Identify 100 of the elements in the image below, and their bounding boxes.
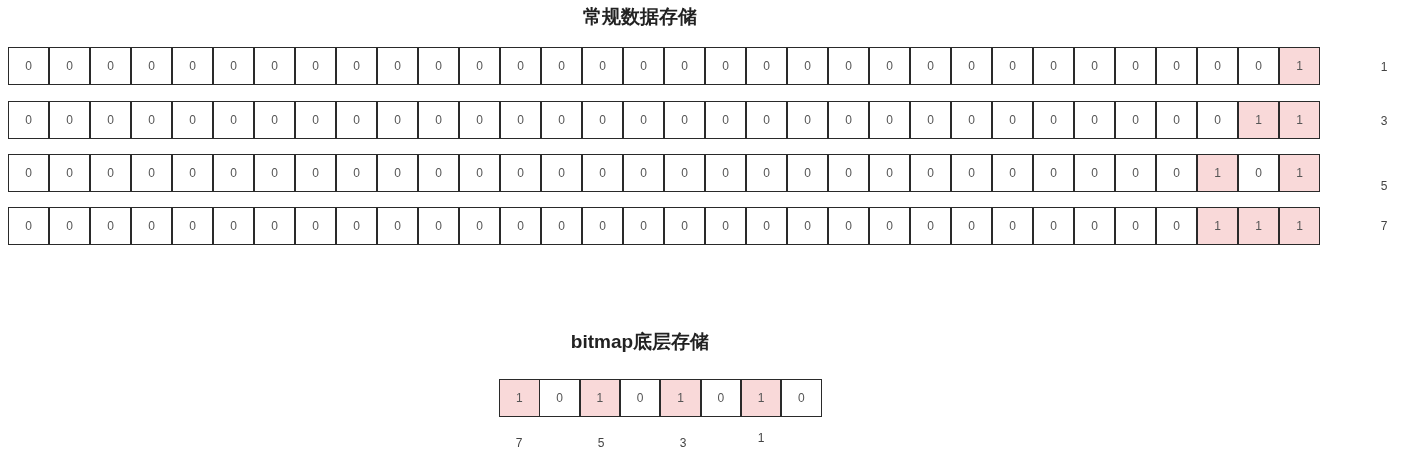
bit-cell: 0 bbox=[828, 101, 870, 139]
bit-cell: 1 bbox=[1279, 154, 1321, 192]
bit-cell: 0 bbox=[787, 47, 829, 85]
bit-cell: 0 bbox=[910, 101, 952, 139]
bit-cell: 0 bbox=[1197, 47, 1239, 85]
bit-cell: 0 bbox=[459, 101, 501, 139]
bit-cell: 0 bbox=[49, 154, 91, 192]
bit-cell: 0 bbox=[1033, 154, 1075, 192]
bit-cell: 0 bbox=[992, 207, 1034, 245]
bit-cell: 0 bbox=[746, 101, 788, 139]
bit-cell: 0 bbox=[377, 101, 419, 139]
bit-cell: 0 bbox=[1156, 154, 1198, 192]
bit-cell: 0 bbox=[1074, 154, 1116, 192]
bit-cell: 0 bbox=[213, 154, 255, 192]
value-label: 1 bbox=[757, 431, 765, 445]
bit-cell: 0 bbox=[746, 154, 788, 192]
bit-cell: 0 bbox=[664, 207, 706, 245]
bit-cell: 0 bbox=[172, 47, 214, 85]
bit-cell: 0 bbox=[623, 101, 665, 139]
bit-cell: 1 bbox=[1279, 101, 1321, 139]
bit-cell: 0 bbox=[664, 154, 706, 192]
bit-cell: 0 bbox=[295, 207, 337, 245]
bit-cell: 0 bbox=[49, 101, 91, 139]
bit-cell: 0 bbox=[49, 47, 91, 85]
bit-cell: 1 bbox=[1279, 207, 1321, 245]
bit-cell: 0 bbox=[336, 207, 378, 245]
bit-cell: 0 bbox=[295, 154, 337, 192]
bit-cell: 0 bbox=[910, 47, 952, 85]
bit-cell: 0 bbox=[90, 154, 132, 192]
bit-cell: 0 bbox=[500, 154, 542, 192]
bit-cell: 0 bbox=[336, 101, 378, 139]
bit-cell: 0 bbox=[869, 154, 911, 192]
bit-cell: 0 bbox=[664, 47, 706, 85]
bit-cell: 0 bbox=[500, 207, 542, 245]
bit-cell: 1 bbox=[1197, 154, 1239, 192]
bit-cell: 0 bbox=[213, 207, 255, 245]
bit-cell: 0 bbox=[951, 47, 993, 85]
value-label: 5 bbox=[1380, 179, 1388, 193]
bit-cell: 0 bbox=[828, 154, 870, 192]
bit-cell: 0 bbox=[787, 101, 829, 139]
bit-cell: 0 bbox=[828, 207, 870, 245]
bit-cell: 0 bbox=[1115, 47, 1157, 85]
bit-cell: 0 bbox=[582, 101, 624, 139]
bit-cell: 1 bbox=[1279, 47, 1321, 85]
bit-cell: 0 bbox=[172, 154, 214, 192]
bit-cell: 0 bbox=[869, 101, 911, 139]
bit-cell: 0 bbox=[295, 101, 337, 139]
bit-cell: 0 bbox=[459, 47, 501, 85]
bit-cell: 0 bbox=[1074, 47, 1116, 85]
bit-cell: 0 bbox=[1074, 207, 1116, 245]
bit-cell: 0 bbox=[951, 207, 993, 245]
bit-cell: 0 bbox=[541, 47, 583, 85]
bit-cell: 0 bbox=[131, 207, 173, 245]
value-label: 1 bbox=[1380, 60, 1388, 74]
bit-cell: 0 bbox=[623, 207, 665, 245]
bit-cell: 0 bbox=[539, 379, 580, 417]
bit-cell: 1 bbox=[579, 379, 621, 417]
bit-cell: 0 bbox=[459, 154, 501, 192]
bit-cell: 0 bbox=[992, 154, 1034, 192]
bit-cell: 0 bbox=[336, 154, 378, 192]
bit-cell: 0 bbox=[1238, 154, 1280, 192]
bit-cell: 0 bbox=[869, 47, 911, 85]
bit-cell: 0 bbox=[787, 154, 829, 192]
bit-cell: 0 bbox=[705, 47, 747, 85]
bit-cell: 0 bbox=[664, 101, 706, 139]
bit-cell: 0 bbox=[418, 154, 460, 192]
bit-cell: 0 bbox=[541, 154, 583, 192]
bit-cell: 0 bbox=[951, 101, 993, 139]
bit-cell: 0 bbox=[8, 207, 50, 245]
heading: 常规数据存储 bbox=[583, 5, 697, 29]
bit-cell: 0 bbox=[1156, 47, 1198, 85]
bit-cell: 1 bbox=[1238, 101, 1280, 139]
bit-cell: 0 bbox=[377, 207, 419, 245]
bit-cell: 0 bbox=[619, 379, 661, 417]
bit-cell: 0 bbox=[746, 47, 788, 85]
bit-cell: 0 bbox=[1033, 47, 1075, 85]
bit-cell: 0 bbox=[1115, 101, 1157, 139]
bit-cell: 0 bbox=[1033, 207, 1075, 245]
bit-cell: 0 bbox=[1197, 101, 1239, 139]
bit-cell: 0 bbox=[582, 207, 624, 245]
bit-cell: 0 bbox=[254, 207, 296, 245]
bit-cell: 0 bbox=[172, 101, 214, 139]
bit-cell: 0 bbox=[418, 207, 460, 245]
bit-cell: 0 bbox=[90, 207, 132, 245]
bit-cell: 0 bbox=[992, 101, 1034, 139]
bit-cell: 0 bbox=[131, 154, 173, 192]
bit-cell: 0 bbox=[172, 207, 214, 245]
bit-cell: 0 bbox=[541, 101, 583, 139]
bit-cell: 0 bbox=[90, 101, 132, 139]
bit-cell: 1 bbox=[1238, 207, 1280, 245]
bit-cell: 0 bbox=[213, 47, 255, 85]
bit-cell: 0 bbox=[254, 47, 296, 85]
bit-cell: 0 bbox=[500, 101, 542, 139]
bit-cell: 0 bbox=[582, 47, 624, 85]
bit-cell: 0 bbox=[336, 47, 378, 85]
bit-cell: 0 bbox=[828, 47, 870, 85]
bit-cell: 0 bbox=[418, 101, 460, 139]
bit-cell: 0 bbox=[131, 47, 173, 85]
bit-cell: 0 bbox=[910, 207, 952, 245]
bit-cell: 0 bbox=[295, 47, 337, 85]
